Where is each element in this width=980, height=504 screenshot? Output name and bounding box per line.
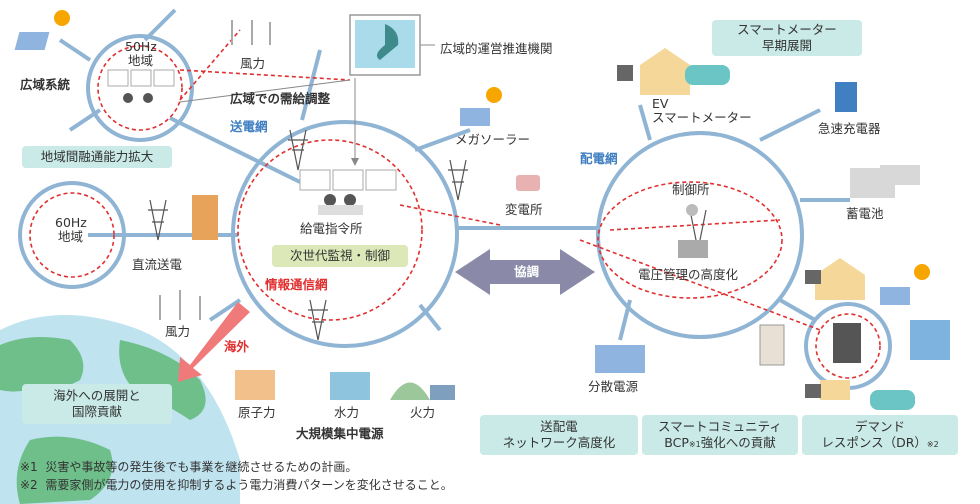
mega-solar-label: メガソーラー [455, 132, 531, 147]
distributed-power-label: 分散電源 [588, 379, 639, 394]
community-bcp: BCP [664, 435, 689, 450]
control-antenna-icon [678, 204, 708, 258]
occto-screen-icon [349, 14, 421, 76]
dc-transmission-label: 直流送電 [132, 257, 183, 272]
plant-icons [235, 370, 455, 400]
wind-top-label: 風力 [240, 56, 266, 71]
hz60-label: 60Hz [55, 215, 87, 230]
footnote-1: ※1 災害や事故等の発生後でも事業を継続させるための計画。 [20, 458, 357, 475]
net-box-line2: ネットワーク高度化 [502, 435, 616, 450]
wide-supply-label: 広域での需給調整 [230, 91, 331, 106]
footnote-1-mark: ※1 [20, 460, 38, 474]
info-net-label: 情報通信網 [265, 277, 328, 292]
cooperation-arrow [455, 249, 595, 295]
cooperation-label: 協調 [514, 264, 540, 279]
footnote-2-mark: ※2 [20, 478, 38, 492]
dispatch-center-label: 給電指令所 [300, 221, 363, 236]
voltage-mgmt-label: 電圧管理の高度化 [638, 267, 739, 282]
region-screens-icon [107, 69, 175, 103]
region-b-label: 地域 [58, 229, 84, 244]
smart-meter-box: スマートメーター早期展開 [712, 20, 862, 56]
community-note-mark: ※1 [688, 440, 701, 449]
community-rest: 強化への貢献 [700, 435, 776, 450]
footnote-2: ※2 需要家側が電力の使用を抑制するよう電力消費パターンを変化させること。 [20, 476, 453, 493]
overseas-arrow [178, 302, 250, 382]
dr-box-line2: レスポンス（DR）※2 [821, 435, 938, 451]
storage-battery-label: 蓄電池 [846, 206, 884, 221]
dr-box-line1: デマンド [854, 419, 905, 435]
transmission-net-label: 送電網 [230, 119, 268, 134]
network-circles [18, 34, 892, 390]
meter-icons [617, 65, 821, 398]
community-box-line2: BCP※1強化への貢献 [658, 435, 782, 451]
network-advance-box: 送配電ネットワーク高度化 [480, 415, 638, 455]
substation-icon [516, 175, 540, 191]
thermal-label: 火力 [410, 405, 436, 420]
control-center-label: 制御所 [672, 182, 710, 197]
building-icons [192, 195, 950, 363]
overseas-box-line2: 国際貢献 [71, 404, 122, 419]
appliance-icon [759, 324, 785, 366]
quick-charger-label: 急速充電器 [818, 121, 881, 136]
dr-note-mark: ※2 [926, 440, 939, 449]
charger-icon [835, 82, 857, 112]
smart-meter-box-line2: 早期展開 [761, 38, 812, 53]
info-network-dashed [29, 29, 881, 379]
solar-panel-icons [14, 32, 910, 373]
hz50-label: 50Hz [125, 39, 157, 54]
interregional-box: 地域間融通能力拡大 [22, 146, 172, 168]
overseas-box: 海外への展開と国際貢献 [22, 384, 172, 424]
next-gen-box: 次世代監視・制御 [272, 245, 408, 267]
smart-meter-label: スマートメーター [652, 110, 752, 125]
large-central-label: 大規模集中電源 [296, 426, 384, 441]
distribution-net-label: 配電網 [580, 151, 618, 166]
overseas-label: 海外 [224, 339, 250, 354]
sun-icons [54, 10, 930, 280]
hydro-label: 水力 [334, 405, 360, 420]
wind-turbine-icons [159, 20, 271, 320]
dr-text: レスポンス（DR） [821, 435, 927, 450]
region-a-label: 地域 [128, 53, 154, 68]
occto-label: 広域的運営推進機関 [440, 41, 553, 56]
ev-label: EV [652, 96, 669, 111]
footnote-2-text: 需要家側が電力の使用を抑制するよう電力消費パターンを変化させること。 [45, 478, 453, 492]
demand-response-box: デマンドレスポンス（DR）※2 [802, 415, 958, 455]
smart-meter-box-line1: スマートメーター [737, 22, 837, 38]
transmission-lines [58, 8, 850, 341]
occto-link [179, 44, 435, 166]
battery-icons [850, 165, 920, 198]
footnote-1-text: 災害や事故等の発生後でも事業を継続させるための計画。 [45, 460, 358, 474]
net-box-line1: 送配電 [540, 419, 578, 435]
ev-icons [685, 65, 915, 410]
community-box-line1: スマートコミュニティ [658, 419, 782, 435]
substation-label: 変電所 [505, 202, 543, 217]
overseas-box-line1: 海外への展開と [53, 388, 141, 404]
wide-area-system-label: 広域系統 [20, 77, 71, 92]
wind-bottom-label: 風力 [165, 324, 191, 339]
nuclear-label: 原子力 [238, 405, 276, 420]
house-icons [640, 48, 865, 400]
dispatch-screens-icon [299, 169, 397, 215]
